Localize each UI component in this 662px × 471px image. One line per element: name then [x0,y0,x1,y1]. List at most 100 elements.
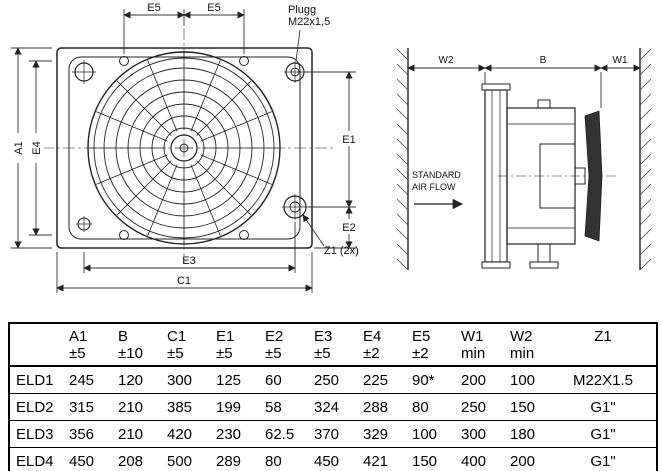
dim-label-e1: E1 [342,134,355,146]
value-cell: 58 [259,393,308,421]
value-cell: 400 [455,447,504,471]
fan-body-outline [56,47,313,249]
tol-c1: ±5 [161,345,210,367]
table-row: ELD4 450 208 500 289 80 450 421 150 400 … [9,447,657,471]
tol-e1: ±5 [210,345,259,367]
value-cell: 225 [357,366,406,394]
value-cell: 62.5 [259,420,308,448]
value-cell: 329 [357,420,406,448]
value-cell: 245 [63,366,112,394]
fan-housing [506,99,586,269]
value-cell: G1" [553,447,657,471]
dim-label-e3: E3 [182,255,195,267]
value-cell: 300 [455,420,504,448]
value-cell: 210 [112,420,161,448]
plug-port [284,61,306,83]
dim-label-w2: W2 [439,55,454,66]
header-model [9,323,63,345]
front-view-drawing: E5 E5 A1 E4 E1 E2 E3 C1 Plugg M22x1,5 Z1… [10,2,361,293]
right-wall-hatch [639,48,652,271]
dim-label-a1: A1 [13,141,25,154]
fan-hub [170,134,198,162]
model-cell: ELD2 [9,393,63,421]
value-cell: 289 [210,447,259,471]
fan-blades [584,110,603,242]
value-cell: M22X1.5 [553,366,657,394]
dim-label-e2: E2 [342,222,355,234]
z1-leader-line [302,214,325,247]
value-cell: 90* [406,366,455,394]
z1-label: Z1 (2x) [324,245,359,257]
dim-label-e5-left: E5 [147,2,160,14]
value-cell: 324 [308,393,357,421]
tol-e5: ±2 [406,345,455,367]
value-cell: 200 [455,366,504,394]
dimension-table: A1 B C1 E1 E2 E3 E4 E5 W1 W2 Z1 ±5 ±10 ±… [8,322,658,471]
dim-label-backings [10,131,361,234]
table-row: ELD1 245 120 300 125 60 250 225 90* 200 … [9,366,657,394]
mounting-screws [119,56,249,240]
header-e5: E5 [412,328,431,345]
header-w2: W2 [510,328,533,345]
header-e4: E4 [363,328,382,345]
value-cell: 250 [455,393,504,421]
value-cell: 288 [357,393,406,421]
value-cell: 100 [406,420,455,448]
side-dimension-lines [407,64,641,108]
value-cell: 150 [504,393,553,421]
value-cell: 180 [504,420,553,448]
value-cell: 199 [210,393,259,421]
model-cell: ELD4 [9,447,63,471]
value-cell: 80 [406,393,455,421]
header-c1: C1 [167,328,187,345]
tol-b: ±10 [112,345,161,367]
value-cell: 150 [406,447,455,471]
value-cell: 300 [161,366,210,394]
dim-label-e4: E4 [31,141,43,154]
tol-w1: min [455,345,504,367]
header-w1: W1 [461,328,484,345]
wall-lines [407,48,641,270]
value-cell: 315 [63,393,112,421]
header-e3: E3 [314,328,333,345]
plug-label-line1: Plugg [288,4,316,16]
header-z1: Z1 [594,328,612,345]
bolt-bottom-left [76,216,92,232]
value-cell: 100 [504,366,553,394]
table-header-tolerances: ±5 ±10 ±5 ±5 ±5 ±5 ±2 ±2 min min [9,345,657,367]
table-row: ELD2 315 210 385 199 58 324 288 80 250 1… [9,393,657,421]
value-cell: 125 [210,366,259,394]
left-wall-hatch [396,48,409,271]
value-cell: 208 [112,447,161,471]
air-flow-label: STANDARD AIR FLOW [412,170,464,210]
dim-label-e5-right: E5 [207,2,220,14]
value-cell: 421 [357,447,406,471]
dim-label-c1: C1 [177,275,191,287]
value-cell: 210 [112,393,161,421]
dim-label-b: B [540,55,547,66]
value-cell: 356 [63,420,112,448]
value-cell: 420 [161,420,210,448]
tol-z1 [553,345,657,367]
model-cell: ELD1 [9,366,63,394]
port-top-left [72,60,96,84]
tol-model [9,345,63,367]
side-view-drawing: W2 B W1 STANDARD [396,48,652,271]
motor-shaft [574,167,586,185]
air-flow-text-line2: AIR FLOW [412,182,456,192]
tol-w2: min [504,345,553,367]
value-cell: G1" [553,420,657,448]
value-cell: 500 [161,447,210,471]
value-cell: 450 [308,447,357,471]
value-cell: 80 [259,447,308,471]
housing-bracket [537,243,551,263]
plug-label-line2: M22x1,5 [288,16,330,28]
value-cell: 120 [112,366,161,394]
value-cell: 450 [63,447,112,471]
value-cell: G1" [553,393,657,421]
dim-label-w1: W1 [613,55,628,66]
table-header-names: A1 B C1 E1 E2 E3 E4 E5 W1 W2 Z1 [9,323,657,345]
value-cell: 250 [308,366,357,394]
value-cell: 370 [308,420,357,448]
